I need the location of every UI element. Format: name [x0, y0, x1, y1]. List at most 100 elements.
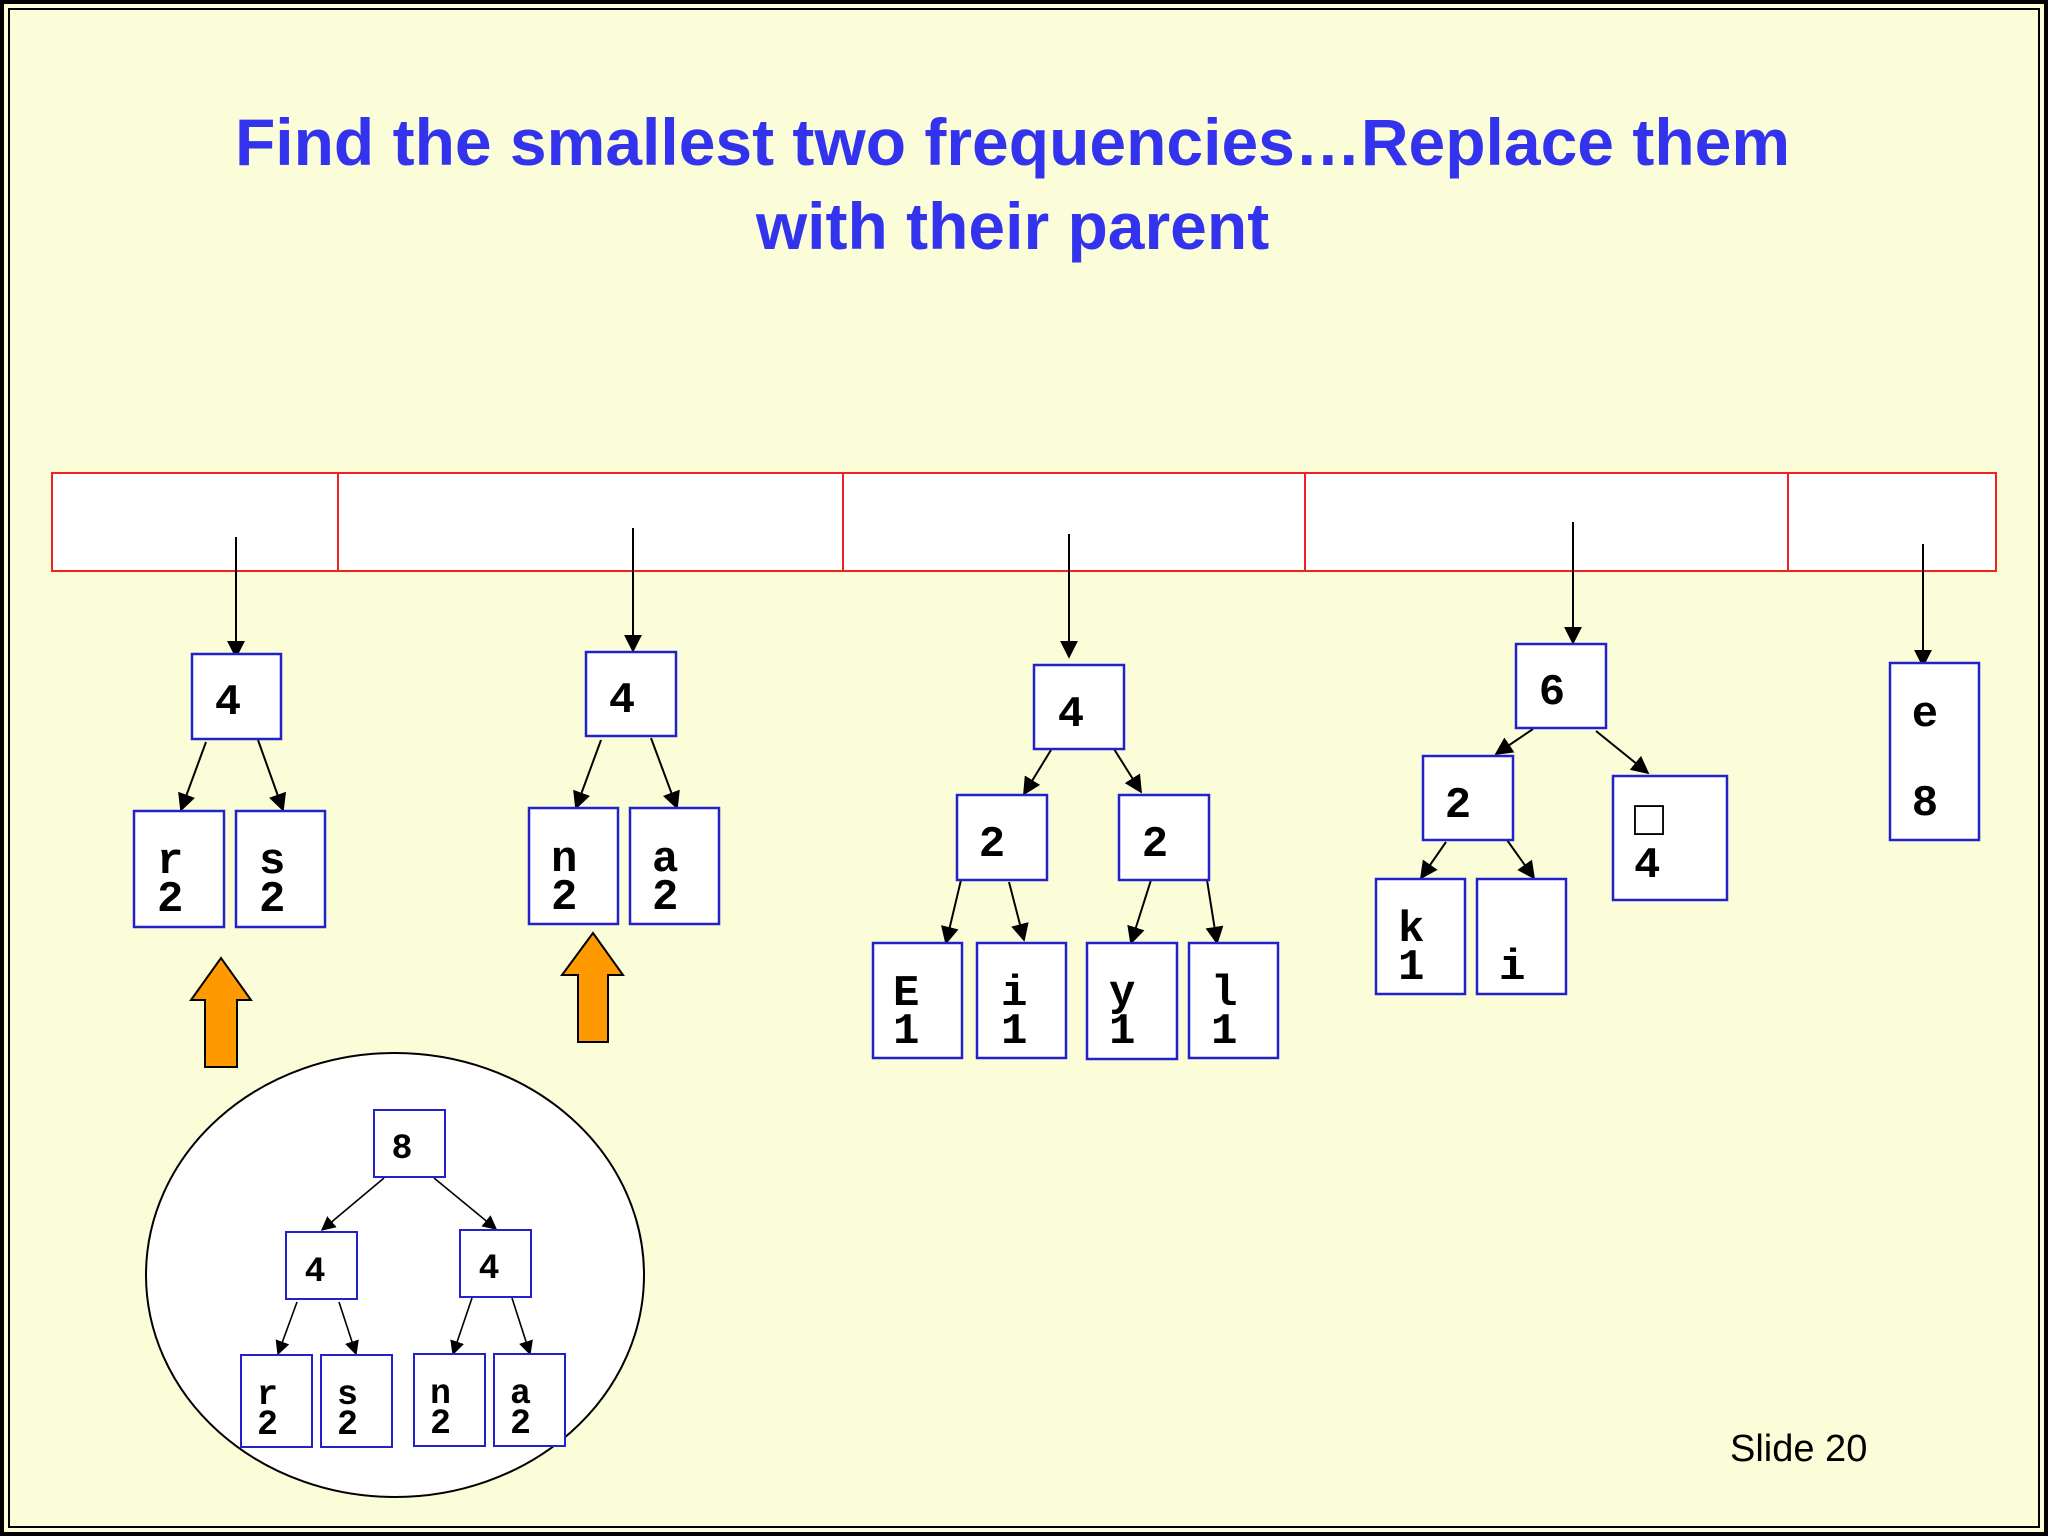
tree-4: 6 2 □ 4 k 1 i — [1374, 642, 1729, 996]
tree-edge — [940, 879, 962, 945]
tree-node: 4 — [1032, 663, 1126, 751]
leaf-node: n 2 — [413, 1353, 486, 1447]
tree-node: 4 — [459, 1229, 532, 1298]
leaf-freq: 1 — [1211, 1007, 1237, 1057]
tree-edge — [1113, 748, 1142, 794]
merged-preview-tree: 8 4 4 r 2 s 2 n 2 — [240, 1109, 566, 1448]
leaf-char: i — [1001, 969, 1027, 1019]
leaf-freq: 1 — [893, 1007, 919, 1057]
leaf-node: a 2 — [493, 1353, 566, 1447]
leaf-freq: 1 — [1109, 1007, 1135, 1057]
leaf-node: y 1 — [1085, 941, 1179, 1061]
leaf-node: s 2 — [234, 809, 327, 929]
leaf-char: k — [1398, 905, 1424, 955]
tree-edge — [1008, 881, 1029, 942]
leaf-char: s — [337, 1375, 358, 1415]
priority-queue — [51, 472, 1997, 572]
tree-edge — [320, 1177, 385, 1231]
leaf-char: a — [652, 835, 678, 885]
tree-node: 4 — [190, 652, 283, 741]
tree-node: 6 — [1514, 642, 1608, 730]
leaf-node: n 2 — [527, 806, 620, 926]
leaf-freq: 2 — [257, 1405, 278, 1445]
leaf-node: i 1 — [975, 941, 1068, 1060]
node-value: 2 — [1445, 781, 1471, 831]
leaf-node: E 1 — [871, 941, 964, 1060]
leaf-char: n — [430, 1374, 451, 1414]
leaf-freq: 8 — [1912, 779, 1938, 829]
tree-node: 2 — [1117, 793, 1211, 882]
tree-node: 4 — [285, 1231, 358, 1300]
tree-edge — [573, 739, 602, 810]
tree-edge — [1494, 728, 1534, 756]
tree-edge — [1127, 879, 1152, 945]
node-value: 4 — [215, 678, 241, 728]
node-value: 4 — [478, 1249, 499, 1289]
tree-edge — [1506, 839, 1536, 880]
tree-2: 4 n 2 a 2 — [527, 650, 721, 926]
tree-edges — [178, 728, 1650, 1356]
tree-5: e 8 — [1888, 661, 1981, 842]
leaf-node: s 2 — [320, 1354, 393, 1448]
tree-node: 2 — [955, 793, 1049, 882]
title-line-1: Find the smallest two frequencies…Replac… — [234, 105, 1791, 179]
node-value: 4 — [609, 676, 635, 726]
tree-node: 4 — [584, 650, 678, 738]
tree-edge — [257, 739, 287, 812]
leaf-char: □ — [1634, 794, 1664, 851]
tree-edge — [433, 1177, 498, 1230]
leaf-freq: 2 — [652, 873, 678, 923]
leaf-freq: 1 — [1001, 1007, 1027, 1057]
leaf-freq: 2 — [551, 873, 577, 923]
highlight-arrow-1 — [189, 956, 253, 1068]
tree-edge — [511, 1297, 533, 1356]
tree-edge — [1419, 841, 1447, 880]
highlight-arrow-2 — [560, 931, 625, 1043]
leaf-freq: 2 — [430, 1404, 451, 1444]
slide-title: Find the smallest two frequencies…Replac… — [140, 100, 1885, 268]
leaf-node: a 2 — [628, 806, 721, 926]
tree-3: 4 2 2 E 1 i 1 y 1 — [871, 663, 1280, 1061]
leaf-char: y — [1109, 969, 1135, 1019]
leaf-freq: 2 — [157, 875, 183, 925]
tree-edge — [1023, 749, 1052, 796]
leaf-node: □ 4 — [1611, 774, 1729, 902]
slide-number: Slide 20 — [1730, 1428, 1868, 1470]
node-value: 2 — [1142, 820, 1168, 870]
leaf-freq: 2 — [510, 1404, 531, 1444]
tree-edge — [450, 1297, 473, 1356]
node-value: 2 — [979, 820, 1005, 870]
leaf-node: r 2 — [132, 809, 226, 929]
leaf-char: s — [259, 837, 285, 887]
tree-edge — [338, 1301, 359, 1356]
leaf-char: r — [157, 837, 183, 887]
leaf-char: i — [1499, 943, 1525, 993]
title-line-2: with their parent — [755, 189, 1270, 263]
leaf-char: E — [893, 969, 919, 1019]
leaf-char: l — [1211, 969, 1237, 1019]
queue-box — [51, 472, 1997, 572]
tree-edge — [1205, 879, 1224, 945]
tree-edge — [275, 1301, 298, 1356]
leaf-node: r 2 — [240, 1354, 313, 1448]
leaf-node: e 8 — [1888, 661, 1981, 842]
node-value: 6 — [1539, 668, 1565, 718]
tree-edge — [178, 741, 207, 812]
leaf-freq: 2 — [337, 1405, 358, 1445]
leaf-node: k 1 — [1374, 877, 1467, 996]
tree-edge — [650, 737, 680, 810]
leaf-char: e — [1912, 690, 1938, 740]
leaf-char: n — [551, 835, 577, 885]
node-value: 8 — [391, 1129, 412, 1169]
leaf-freq: 4 — [1634, 841, 1660, 891]
node-value: 4 — [304, 1252, 325, 1292]
tree-node: 8 — [373, 1109, 446, 1178]
node-value: 4 — [1058, 690, 1084, 740]
tree-1: 4 r 2 s 2 — [132, 652, 327, 929]
tree-node: 2 — [1421, 754, 1515, 842]
leaf-node: l 1 — [1187, 941, 1280, 1060]
tree-edge — [1595, 730, 1650, 775]
leaf-char: a — [510, 1374, 531, 1414]
